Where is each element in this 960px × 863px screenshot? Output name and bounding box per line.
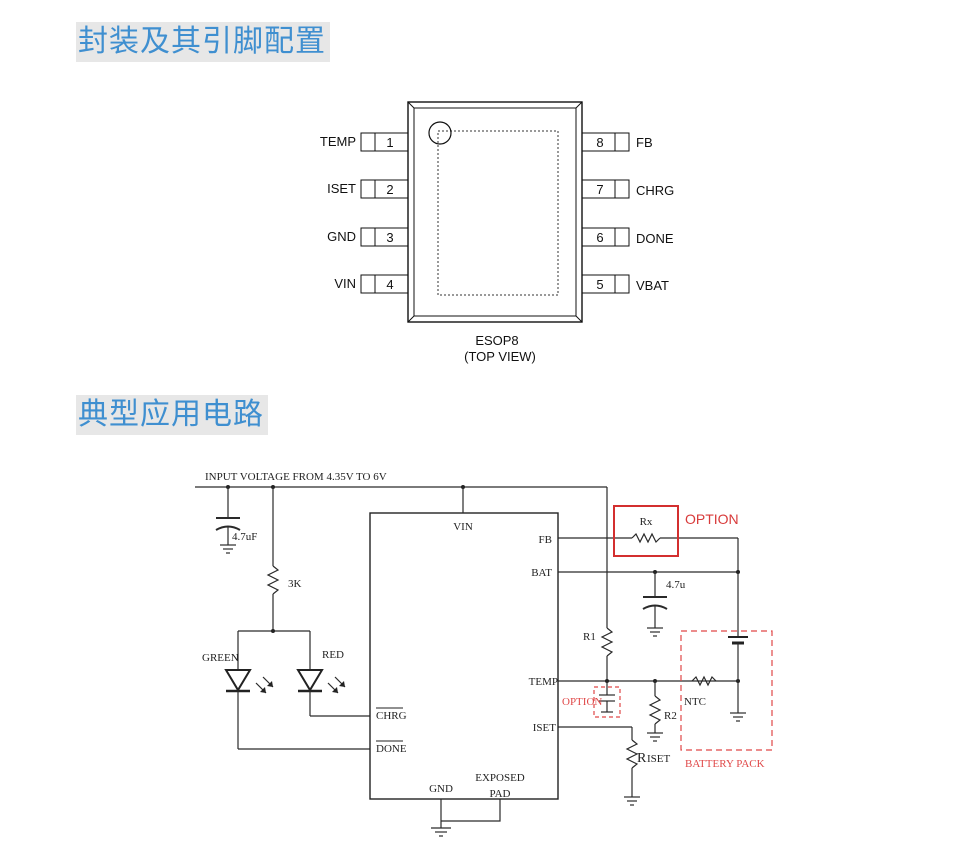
pin-8-number: 8 bbox=[596, 135, 603, 150]
ic-pin-bat: BAT bbox=[531, 567, 552, 579]
input-voltage-label: INPUT VOLTAGE FROM 4.35V TO 6V bbox=[205, 471, 387, 483]
exposed-pad-outline bbox=[437, 130, 559, 296]
ic-pin-vin: VIN bbox=[453, 521, 473, 533]
rx-option-box bbox=[613, 505, 679, 557]
package-view: (TOP VIEW) bbox=[464, 349, 536, 364]
pin-5: 5 VBAT bbox=[581, 274, 669, 294]
pin-3-name: GND bbox=[327, 229, 356, 244]
pin-2: 2 ISET bbox=[327, 179, 409, 199]
pin-6-name: DONE bbox=[636, 231, 674, 246]
ic-pin-exposed: EXPOSED bbox=[475, 772, 525, 784]
rx-label: Rx bbox=[640, 516, 653, 528]
package-name: ESOP8 bbox=[475, 333, 518, 348]
option-label-temp: OPTION bbox=[562, 696, 602, 708]
ic-pin-fb: FB bbox=[539, 534, 552, 546]
r2-label: R2 bbox=[664, 710, 677, 722]
pin-4-number: 4 bbox=[386, 277, 393, 292]
ic-pin-gnd: GND bbox=[429, 783, 453, 795]
pin-1-number: 1 bbox=[386, 135, 393, 150]
pin-7-number: 7 bbox=[596, 182, 603, 197]
pin-6-number: 6 bbox=[596, 230, 603, 245]
ic-pin-chrg: CHRG bbox=[376, 710, 407, 722]
pin-4-name: VIN bbox=[334, 276, 356, 291]
charger-ic-body bbox=[369, 512, 559, 800]
ic-pin-iset: ISET bbox=[533, 722, 557, 734]
r2-resistor: R2 bbox=[647, 681, 677, 742]
input-capacitor: 4.7uF bbox=[215, 487, 257, 554]
pin-4: 4 VIN bbox=[334, 274, 409, 294]
input-cap-label: 4.7uF bbox=[232, 531, 257, 543]
red-led-label: RED bbox=[322, 649, 344, 661]
pin-3-number: 3 bbox=[386, 230, 393, 245]
pin-7-name: CHRG bbox=[636, 183, 674, 198]
ntc-label: NTC bbox=[684, 696, 706, 708]
pin-2-name: ISET bbox=[327, 181, 356, 196]
battery-pack-box bbox=[680, 630, 773, 751]
output-cap-label: 4.7u bbox=[666, 579, 686, 591]
battery-pack-label: BATTERY PACK bbox=[685, 758, 765, 770]
application-section-heading: 典型应用电路 bbox=[76, 395, 268, 435]
pin-5-number: 5 bbox=[596, 277, 603, 292]
package-pinout: 1 TEMP 2 ISET 3 GND 4 VIN 8 FB bbox=[320, 101, 674, 364]
pin-8: 8 FB bbox=[581, 132, 653, 152]
green-led: GREEN bbox=[202, 631, 274, 749]
ic-pin-pad: PAD bbox=[490, 788, 511, 800]
application-schematic: INPUT VOLTAGE FROM 4.35V TO 6V 4.7uF 3K bbox=[195, 471, 773, 837]
iset-resistor: R ISET bbox=[558, 726, 671, 806]
pin-2-number: 2 bbox=[386, 182, 393, 197]
riset-label-r: R bbox=[637, 751, 647, 766]
pin-5-name: VBAT bbox=[636, 278, 669, 293]
battery-cell bbox=[728, 572, 748, 722]
red-led: RED bbox=[296, 631, 346, 716]
output-capacitor: 4.7u bbox=[642, 572, 686, 637]
pin-1-name: TEMP bbox=[320, 134, 356, 149]
riset-label-sub: ISET bbox=[647, 753, 671, 765]
package-section-heading: 封装及其引脚配置 bbox=[76, 22, 330, 62]
pin-3: 3 GND bbox=[327, 227, 409, 247]
r1-resistor: R1 bbox=[583, 487, 614, 681]
pin1-marker-circle bbox=[428, 121, 452, 145]
pin-7: 7 CHRG bbox=[581, 179, 674, 199]
pin-6: 6 DONE bbox=[581, 227, 674, 247]
temp-option-capacitor: OPTION bbox=[562, 681, 621, 718]
led-resistor: 3K bbox=[266, 487, 302, 631]
pin-8-name: FB bbox=[636, 135, 653, 150]
green-led-label: GREEN bbox=[202, 652, 239, 664]
ntc-thermistor: NTC bbox=[684, 675, 717, 708]
ic-pin-done: DONE bbox=[376, 743, 407, 755]
option-label-rx: OPTION bbox=[685, 511, 739, 527]
r1-label: R1 bbox=[583, 631, 596, 643]
ic-pin-temp: TEMP bbox=[529, 676, 558, 688]
package-outer-body bbox=[407, 101, 583, 323]
package-inner-body bbox=[413, 107, 577, 317]
pin-1: 1 TEMP bbox=[320, 132, 409, 152]
led-resistor-label: 3K bbox=[288, 578, 302, 590]
